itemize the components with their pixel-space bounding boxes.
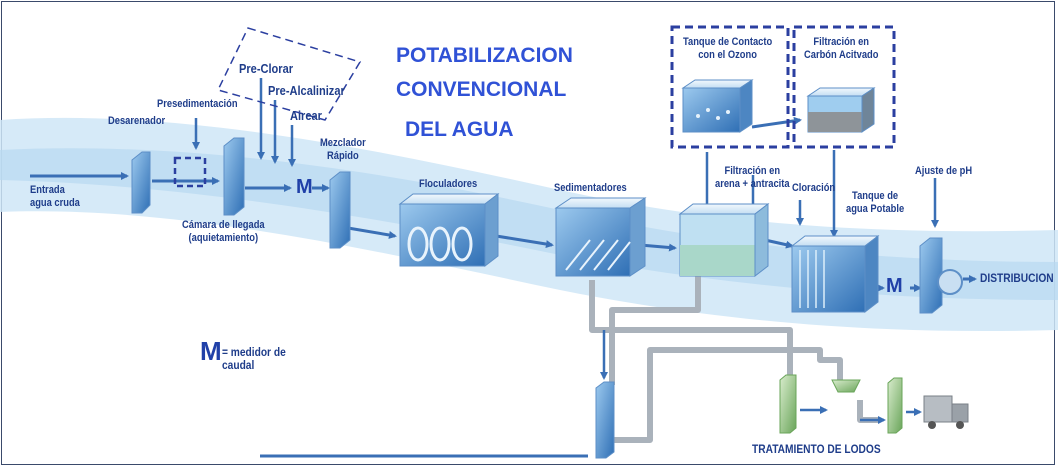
carbon-dashed-box	[792, 25, 896, 149]
desarenador-unit	[131, 151, 151, 214]
ozono-dashed-box	[670, 25, 790, 149]
label-airear: Airear	[290, 108, 322, 123]
label-desarenador: Desarenador	[108, 115, 166, 127]
ozono-tank	[681, 79, 754, 133]
legend-m-letter: M	[200, 336, 222, 366]
meter-mark-2: M	[886, 275, 903, 297]
sedimentadores-unit	[554, 197, 647, 277]
chemical-dosing-box	[216, 27, 362, 121]
label-distribucion: DISTRIBUCION	[980, 271, 1054, 285]
filtracion-arena-unit	[678, 202, 770, 278]
label-floculadores: Floculadores	[419, 178, 478, 190]
label-mezclador: Mezclador Rápido	[320, 137, 366, 162]
meter-mark-1: M	[296, 176, 313, 198]
carbon-filter	[806, 87, 876, 133]
tanque-potable-unit	[790, 234, 880, 314]
label-presedimentacion: Presedimentación	[157, 98, 238, 110]
ajuste-ph-unit	[919, 237, 963, 314]
camara-unit	[223, 137, 245, 216]
diagram-title-line2: CONVENCIONAL	[396, 78, 567, 101]
label-cloracion: Cloración	[792, 182, 836, 194]
label-tratamiento-lodos: TRATAMIENTO DE LODOS	[752, 442, 881, 456]
label-tanque-potable: Tanque de agua Potable	[846, 190, 905, 215]
label-pre-alcalinizar: Pre-Alcalinizar	[268, 83, 345, 98]
mezclador-unit	[329, 171, 351, 249]
label-camara: Cámara de llegada (aquietamiento)	[182, 219, 265, 244]
label-ajuste-ph: Ajuste de pH	[915, 165, 973, 177]
label-filtracion-arena: Filtración en arena + antracita	[715, 165, 790, 190]
sludge-pipes	[589, 272, 880, 443]
diagram-title-line1: POTABILIZACION	[396, 44, 573, 67]
legend-m-text: = medidor de caudal	[222, 345, 286, 372]
label-tanque-ozono: Tanque de Contacto con el Ozono	[683, 36, 773, 61]
flow-arrows	[30, 116, 977, 292]
label-pre-clorar: Pre-Clorar	[239, 61, 294, 76]
label-sedimentadores: Sedimentadores	[554, 182, 627, 194]
presedimentacion-box	[173, 156, 207, 188]
sludge-units	[595, 374, 969, 459]
label-entrada: Entrada agua cruda	[30, 184, 80, 209]
label-filtracion-carbon: Filtración en Carbón Acitvado	[804, 36, 879, 61]
diagram-title-line3: DEL AGUA	[405, 118, 514, 141]
floculadores-unit	[398, 192, 500, 268]
